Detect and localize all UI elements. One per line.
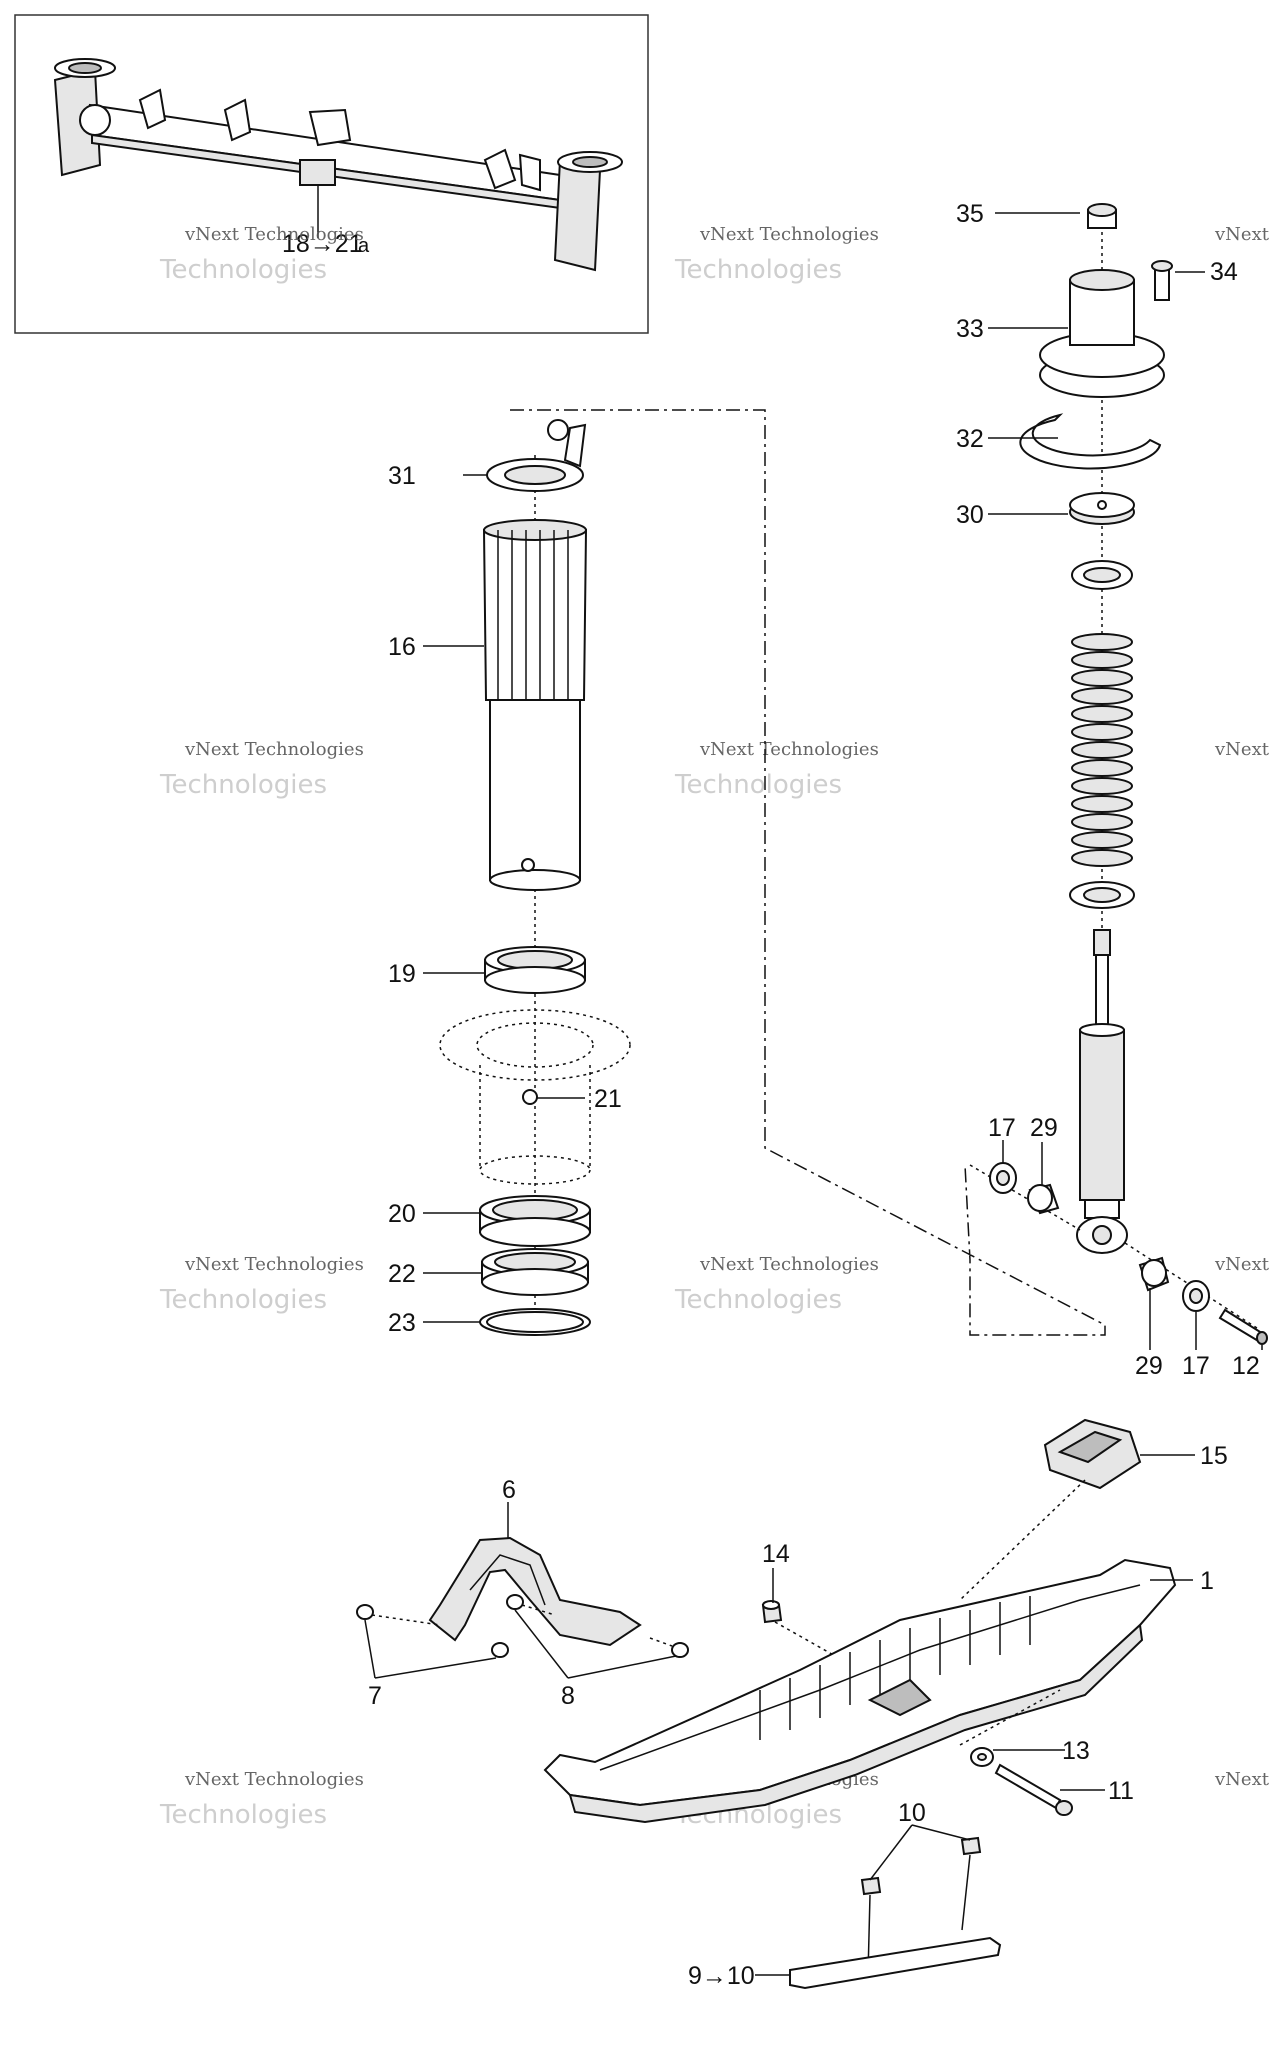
shock-damper bbox=[1076, 929, 1128, 1254]
ski-bolt-hardware bbox=[959, 1689, 1073, 1816]
callout-12: 12 bbox=[1232, 1352, 1260, 1380]
callout-13: 13 bbox=[1062, 1737, 1090, 1765]
handle-bolts-left bbox=[356, 1604, 509, 1658]
callout-16: 16 bbox=[388, 633, 416, 661]
watermarks: vNext Technologies Technologies vNext Te… bbox=[159, 224, 1270, 1830]
callout-8: 8 bbox=[561, 1682, 575, 1710]
watermark-text: vNext Technologies bbox=[184, 1254, 364, 1275]
top-cap bbox=[1039, 269, 1165, 398]
callout-34: 34 bbox=[1210, 258, 1238, 286]
watermark-text: Technologies bbox=[159, 770, 327, 800]
callout-29-right: 29 bbox=[1135, 1352, 1163, 1380]
shock-assembly bbox=[969, 203, 1268, 1345]
inset-callout: 18→21 bbox=[282, 230, 363, 258]
callout-23: 23 bbox=[388, 1309, 416, 1337]
ski-loop-handle bbox=[428, 1536, 642, 1647]
lock-plate bbox=[486, 419, 587, 492]
watermark-text: vNext Technologies bbox=[184, 739, 364, 760]
watermark-text: Technologies bbox=[674, 255, 842, 285]
callout-10: 10 bbox=[898, 1799, 926, 1827]
watermark-text: vNext bbox=[1214, 1254, 1270, 1275]
retaining-clip bbox=[1019, 413, 1162, 470]
cap-screw bbox=[1151, 260, 1173, 301]
watermark-text: vNext Technologies bbox=[184, 1769, 364, 1790]
coil-spring bbox=[1071, 633, 1133, 867]
callout-35: 35 bbox=[956, 200, 984, 228]
callout-21: 21 bbox=[594, 1085, 622, 1113]
shock-left-hardware bbox=[969, 1162, 1081, 1231]
wear-bar-runner bbox=[789, 1836, 1002, 1990]
callout-20: 20 bbox=[388, 1200, 416, 1228]
circlip bbox=[479, 1308, 591, 1336]
watermark-text: vNext bbox=[1214, 739, 1270, 760]
callout-7: 7 bbox=[368, 1682, 382, 1710]
callout-1: 1 bbox=[1200, 1567, 1214, 1595]
top-nut bbox=[1087, 203, 1117, 229]
spring-seat bbox=[1069, 492, 1135, 525]
spring-stop bbox=[1071, 560, 1133, 590]
spindle-shaft bbox=[482, 519, 588, 891]
frame-inset: 18→21 a bbox=[14, 14, 649, 334]
callout-11: 11 bbox=[1108, 1777, 1134, 1805]
callout-9-to-10: 9→10 bbox=[688, 1962, 755, 1990]
thrust-bushing bbox=[481, 1248, 589, 1296]
callout-33: 33 bbox=[956, 315, 984, 343]
watermark-text: Technologies bbox=[674, 1285, 842, 1315]
callout-17-right: 17 bbox=[1182, 1352, 1210, 1380]
callout-32: 32 bbox=[956, 425, 984, 453]
spindle-assembly bbox=[439, 419, 631, 1336]
leader-lines bbox=[364, 212, 1263, 1976]
spindle-housing bbox=[439, 1009, 631, 1185]
callout-19: 19 bbox=[388, 960, 416, 988]
watermark-text: vNext Technologies bbox=[699, 224, 879, 245]
watermark-text: vNext Technologies bbox=[699, 1254, 879, 1275]
callout-labels: 35 34 33 32 31 30 16 19 21 20 22 23 17 2… bbox=[368, 200, 1260, 1990]
callout-22: 22 bbox=[388, 1260, 416, 1288]
callout-30: 30 bbox=[956, 501, 984, 529]
watermark-text: vNext Technologies bbox=[184, 224, 364, 245]
callout-31: 31 bbox=[388, 462, 416, 490]
callout-17-left: 17 bbox=[988, 1114, 1016, 1142]
watermark-text: Technologies bbox=[159, 1285, 327, 1315]
watermark-text: vNext bbox=[1214, 224, 1270, 245]
watermark-text: Technologies bbox=[674, 770, 842, 800]
ski-assembly bbox=[356, 1418, 1177, 1990]
callout-29-left: 29 bbox=[1030, 1114, 1058, 1142]
upper-bushing bbox=[484, 946, 586, 994]
ski-bumper bbox=[959, 1418, 1142, 1601]
watermark-text: vNext Technologies bbox=[699, 739, 879, 760]
callout-6: 6 bbox=[502, 1476, 516, 1504]
assembly-link-line bbox=[510, 409, 1106, 1336]
front-frame-crossmember bbox=[53, 58, 623, 272]
handle-bolts-right bbox=[506, 1594, 689, 1658]
ski-nut bbox=[761, 1600, 861, 1671]
callout-15: 15 bbox=[1200, 1442, 1228, 1470]
inset-callout-suffix: a bbox=[358, 235, 370, 257]
lower-bushing bbox=[479, 1195, 591, 1247]
shock-right-hardware bbox=[1124, 1242, 1268, 1345]
ski bbox=[543, 1558, 1177, 1824]
watermark-text: Technologies bbox=[159, 255, 327, 285]
watermark-text: vNext bbox=[1214, 1769, 1270, 1790]
watermark-text: Technologies bbox=[159, 1800, 327, 1830]
callout-14: 14 bbox=[762, 1540, 790, 1568]
